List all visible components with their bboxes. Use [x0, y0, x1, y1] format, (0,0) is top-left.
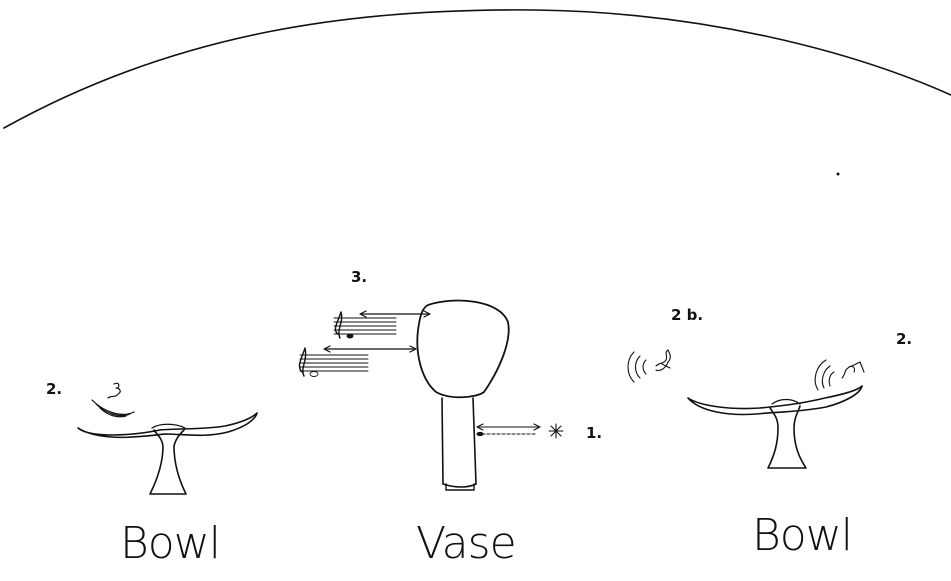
- marker-2b: 2 b.: [671, 306, 703, 324]
- marker-2-left: 2.: [46, 380, 62, 398]
- right-bowl-label: Bowl: [752, 510, 852, 561]
- left-bowl-shape: [78, 413, 257, 494]
- dot-mark: [837, 173, 839, 175]
- dome-arc: [4, 10, 951, 128]
- right-bowl-shape: [688, 386, 862, 468]
- vase-arrow-lower: [477, 424, 540, 436]
- right-bowl-sound-waves: [815, 360, 864, 390]
- vase-arrow-mid: [324, 346, 416, 352]
- left-bowl-sound-waves: [92, 383, 134, 417]
- vase-shape: [417, 301, 508, 490]
- spark-icon: [549, 424, 563, 438]
- marker-2-right: 2.: [896, 330, 912, 348]
- marker-1: 1.: [586, 424, 602, 442]
- marker-3: 3.: [351, 268, 367, 286]
- left-bowl-label: Bowl: [120, 518, 220, 569]
- vase-arrow-top: [360, 311, 430, 317]
- vase-label: Vase: [416, 518, 516, 569]
- voice-sound-waves: [628, 350, 670, 382]
- music-staff-lower: [299, 348, 368, 377]
